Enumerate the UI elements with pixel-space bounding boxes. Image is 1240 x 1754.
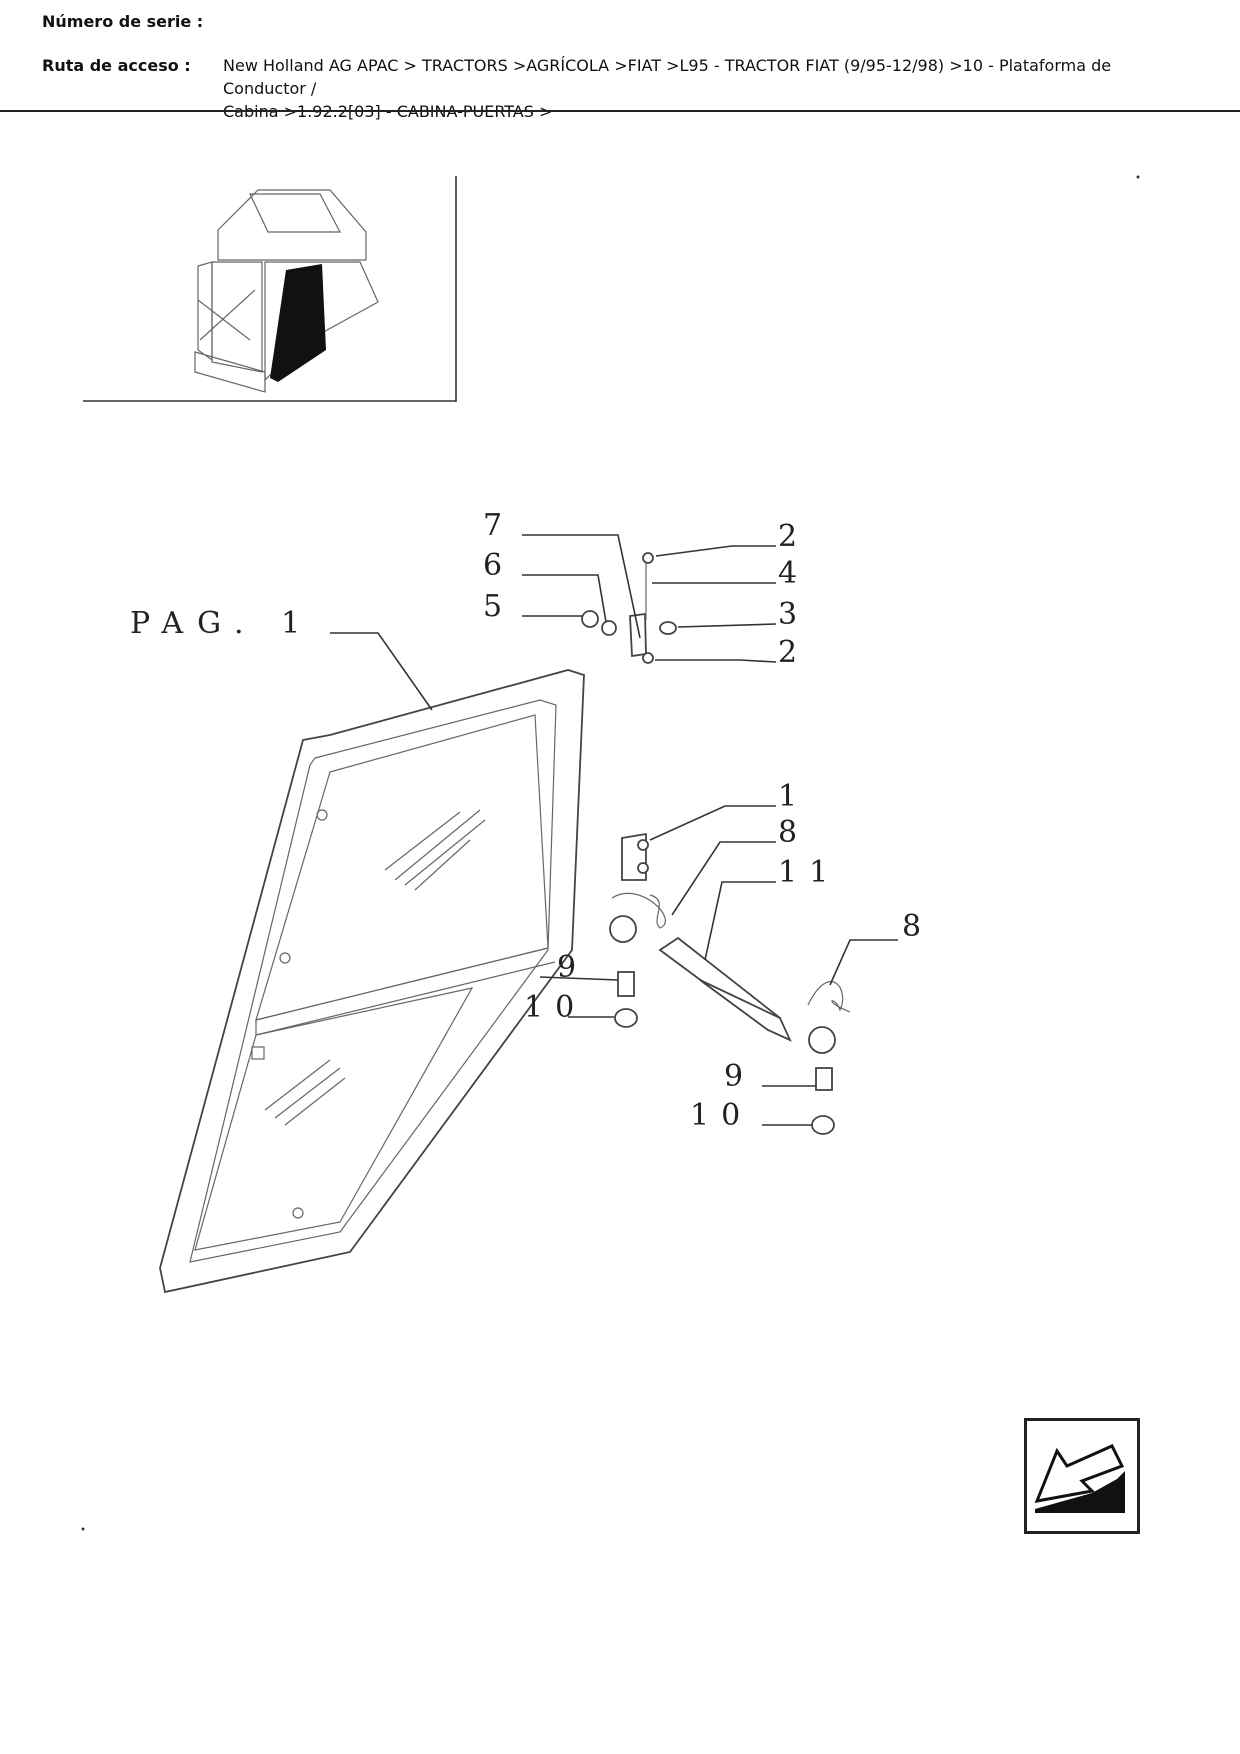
callout-9-left: 9	[557, 950, 576, 985]
header-divider	[0, 110, 1240, 112]
hinge-bracket	[621, 832, 649, 881]
serial-number-label: Número de serie :	[42, 12, 204, 31]
callout-3: 3	[778, 597, 797, 632]
back-arrow-button[interactable]	[1024, 1418, 1140, 1534]
callout-9-right: 9	[724, 1059, 743, 1094]
dot-mark	[81, 1527, 85, 1531]
gas-strut	[609, 892, 851, 1135]
callout-4: 4	[778, 556, 797, 591]
callout-5: 5	[483, 589, 502, 624]
callout-8-upper: 8	[778, 815, 797, 850]
callout-1: 1	[778, 779, 797, 814]
breadcrumb-line-1: New Holland AG APAC > TRACTORS >AGRÍCOLA…	[223, 56, 1112, 98]
cab-thumbnail	[83, 176, 457, 402]
back-arrow-icon	[1034, 1444, 1125, 1513]
page-reference: PAG. 1	[130, 606, 314, 641]
callout-6: 6	[483, 548, 502, 583]
access-path-label: Ruta de acceso :	[42, 56, 191, 75]
callout-10-right: 10	[690, 1098, 752, 1133]
callout-7: 7	[483, 508, 502, 543]
door-frame	[159, 669, 585, 1294]
breadcrumb[interactable]: New Holland AG APAC > TRACTORS >AGRÍCOLA…	[223, 54, 1183, 123]
callout-11: 11	[778, 855, 840, 890]
callout-8-lower: 8	[902, 909, 921, 944]
dot-mark	[1136, 175, 1140, 179]
callout-2-bottom: 2	[778, 635, 797, 670]
hinge-assembly	[581, 552, 677, 664]
callout-2-top: 2	[778, 519, 797, 554]
leader-lines	[330, 534, 898, 1126]
callout-10-left: 10	[524, 990, 586, 1025]
